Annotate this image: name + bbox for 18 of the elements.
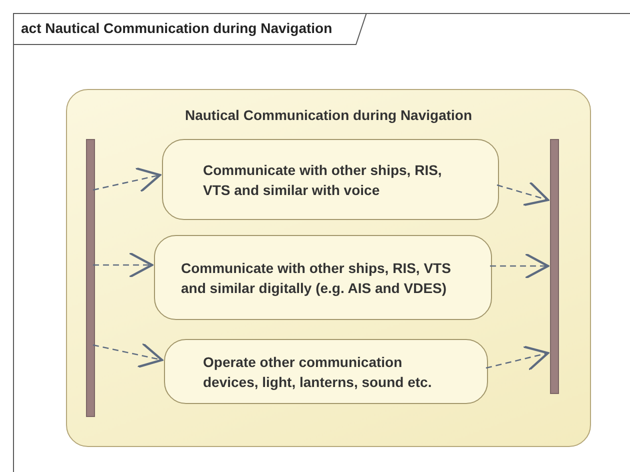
control-flow-arrow bbox=[92, 167, 162, 193]
control-flow-arrow bbox=[93, 252, 154, 278]
action-box bbox=[162, 139, 499, 220]
control-flow-arrow bbox=[496, 181, 550, 206]
action-box bbox=[164, 339, 488, 404]
action-label: Communicate with other ships, RIS, VTS and similar digitally (e.g. AIS and VDES) bbox=[181, 258, 452, 298]
action-box bbox=[154, 235, 492, 320]
fork-bar bbox=[86, 139, 95, 417]
control-flow-arrow bbox=[486, 345, 550, 372]
control-flow-arrow bbox=[92, 342, 164, 368]
activity-container bbox=[66, 89, 591, 447]
frame bbox=[13, 13, 630, 472]
fork-bar bbox=[550, 139, 559, 394]
control-flow-arrow bbox=[490, 252, 550, 280]
activity-title: Nautical Communication during Navigation bbox=[184, 106, 474, 125]
frame-heading: act Nautical Communication during Navigation bbox=[13, 13, 344, 45]
action-label: Communicate with other ships, RIS, VTS and similar with voice bbox=[203, 160, 443, 200]
action-label: Operate other communication devices, light, lanterns, sound etc. bbox=[203, 352, 433, 392]
